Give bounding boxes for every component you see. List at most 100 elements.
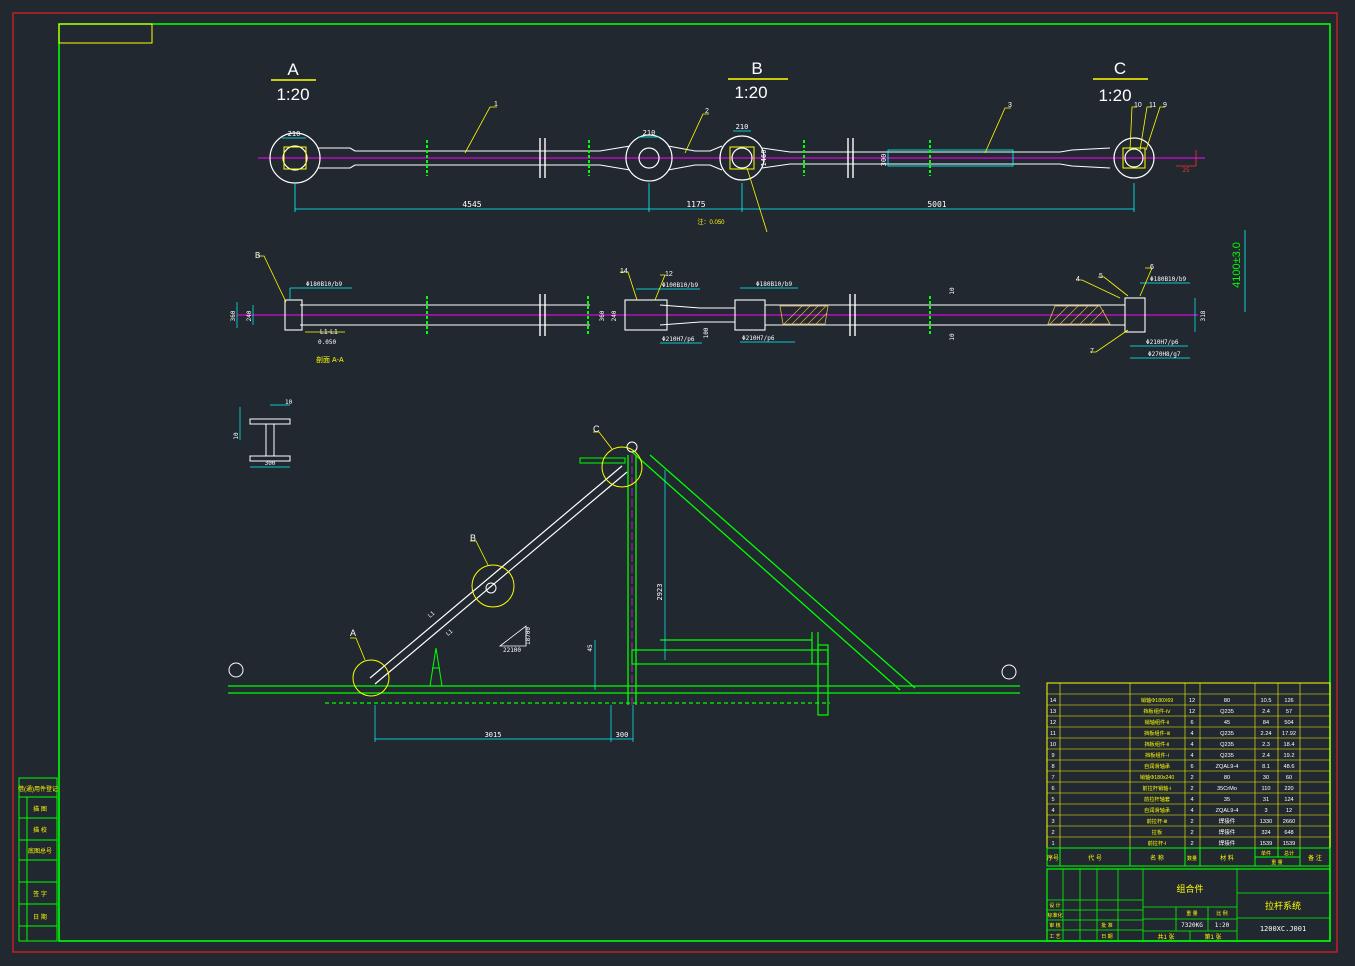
view-letter: A [287,60,299,79]
fit-spec: Φ270H8/g7 [1148,351,1181,358]
bom-cell-total: 57 [1286,709,1292,715]
dim-300: 300 [265,460,276,467]
drawing-name: 拉杆系统 [1265,900,1301,911]
bom-cell-qty: 4 [1190,753,1193,759]
dim-360: 360 [599,310,606,321]
dim-100: 100 [703,327,710,338]
section-label: 剖面 A-A [316,355,344,364]
bom-cell-unit: 110 [1262,786,1271,792]
title-block: 组合件 拉杆系统 1200XC.J001 重 量 7320KG 比 例 1:20… [1046,868,1331,942]
bom-cell-total: 126 [1284,698,1293,704]
bom-cell-name: 销轴Φ180X69 [1141,696,1174,704]
strip-label: 描 图 [33,805,47,813]
bom-cell-qty: 4 [1190,731,1193,737]
fit-spec: Φ210H7/p6 [742,335,775,342]
detail-circle-a [352,659,390,697]
drawing-number: 1200XC.J001 [1260,925,1306,933]
part-label: 2 [705,108,709,115]
strip-label: 日 期 [33,913,47,921]
bom-cell-total: 18.4 [1284,742,1295,748]
view-letter: C [1114,59,1126,78]
bom-cell-total: 648 [1284,830,1293,836]
fit-spec: Φ180B10/b9 [756,281,793,288]
dim-25: 25 [1182,167,1190,174]
weight-label: 重 量 [1186,910,1197,917]
bom-cell-name: 销轴组件-Ⅱ [1144,718,1169,726]
bom-header: 代 号 [1088,854,1102,862]
bom-cell-name: 前拉杆-Ⅲ [1147,817,1168,825]
bom-cell-name: 挡板组件-Ⅳ [1143,707,1170,715]
bom-cell-no: 2 [1051,830,1054,836]
bom-cell-unit: 3 [1264,808,1267,814]
i-beam-section: 10 10 300 [233,399,293,468]
bom-cell-no: 7 [1051,775,1054,781]
tb-cell: 审 核 [1049,922,1060,929]
weight-value: 7320KG [1181,922,1203,929]
bom-cell-mat: 80 [1224,775,1230,781]
bom-cell-no: 10 [1050,742,1056,748]
detail-circle-b [471,564,515,608]
bom-cell-name: 前拉杆轴套 [1144,795,1171,803]
dim-5001: 5001 [927,200,946,209]
bom-cell-unit: 2.4 [1262,709,1270,715]
elevation-view: 22100 18700 3015 300 2923 45 A B C L1 L1 [228,424,1020,742]
view-label-b: B 1:20 [728,59,788,102]
outer-border [12,12,1338,953]
dim-10: 10 [233,432,240,440]
dim-10: 10 [285,399,293,406]
part-label: 10 [1134,102,1142,109]
bom-cell-unit: 2.24 [1261,731,1272,737]
scale-label: 比 例 [1216,910,1227,917]
bom-cell-name: 自润滑轴承 [1144,762,1171,770]
dim-240: 240 [246,310,253,321]
bom-cell-name: 前拉杆销轴-Ⅰ [1142,784,1171,792]
bom-cell-qty: 2 [1190,841,1193,847]
dim-300: 300 [880,154,888,167]
bom-cell-no: 9 [1051,753,1054,759]
strip-label: 描 校 [33,826,47,834]
dim-360: 360 [230,310,237,321]
tb-cell: 批 准 [1101,922,1112,929]
bom-cell-no: 5 [1051,797,1054,803]
part-label: 6 [1150,264,1154,271]
view-label-a: A 1:20 [271,60,316,104]
l1-label: L1 [427,610,436,619]
part-label: 1 [494,101,498,108]
bom-cell-total: 17.92 [1282,731,1296,737]
part-label: 9 [1163,102,1167,109]
bom-cell-name: 自润滑轴承 [1144,806,1171,814]
l1-label: L1 [445,628,454,637]
bom-cell-no: 14 [1050,698,1056,704]
callout-b: B [255,251,260,260]
bom-cell-no: 6 [1051,786,1054,792]
detail-circle-c [601,446,643,488]
bom-cell-unit: 1539 [1260,841,1272,847]
strip-label: 借(通)用件登记 [18,785,58,793]
dim-2923: 2923 [656,584,664,601]
bom-cell-unit: 2.3 [1262,742,1270,748]
bom-cell-mat: 35CrMo [1217,786,1237,792]
bom-cell-no: 13 [1050,709,1056,715]
bom-cell-qty: 4 [1190,808,1193,814]
part-label: 7 [1090,348,1094,355]
dim-4100: 4100±3.0 [1231,242,1243,288]
bom-cell-total: 60 [1286,775,1292,781]
bom-cell-no: 11 [1050,731,1056,737]
dim-3015: 3015 [485,731,502,739]
bom-cell-no: 3 [1051,819,1054,825]
view-scale: 1:20 [734,83,767,102]
part-label: 5 [1099,273,1103,280]
strip-label: 签 字 [33,890,47,898]
tb-cell: 工 艺 [1049,934,1060,940]
bom-cell-unit: 31 [1263,797,1269,803]
note-text: 注：0.050 [697,218,725,226]
callout-c: C [593,424,600,434]
